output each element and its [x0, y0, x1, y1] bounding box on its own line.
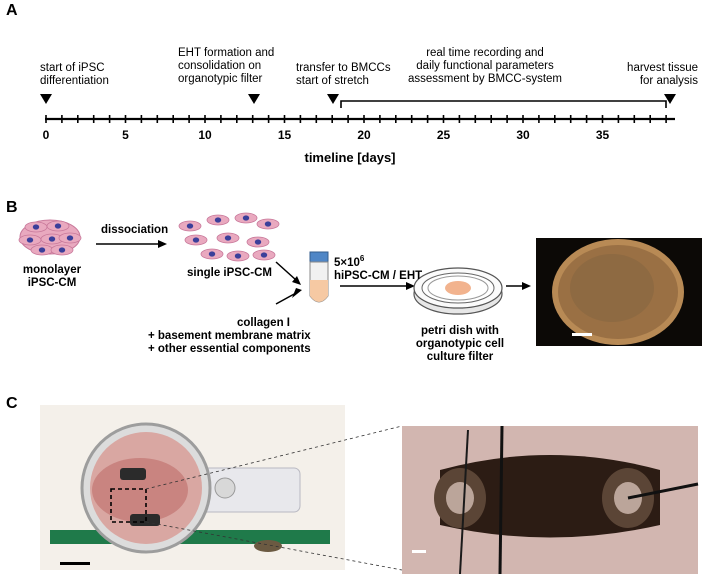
timeline-tick-label: 35	[596, 128, 610, 142]
zoom-line-bottom	[145, 521, 403, 571]
protocol-svg	[18, 212, 702, 346]
timeline-tick-label: 10	[198, 128, 212, 142]
single-cells-label: single iPSC-CM	[187, 267, 272, 279]
eht-tissue-photo	[536, 238, 702, 346]
bmcc-device-photo	[40, 405, 345, 570]
left-scale-bar	[60, 562, 90, 565]
monolayer-cells-illustration	[18, 219, 82, 256]
recording-bracket	[340, 100, 667, 108]
timeline-tick-label: 30	[516, 128, 530, 142]
timeline-tick-labels: 0 5 10 15 20 25 30 35	[43, 128, 610, 142]
arrow-day-18	[327, 94, 339, 104]
timeline-tick-label: 20	[357, 128, 371, 142]
timeline-tick-label: 0	[43, 128, 50, 142]
single-cells-illustration	[178, 212, 280, 262]
arrow-cells-to-tube	[275, 261, 297, 281]
dissociation-label: dissociation	[101, 224, 169, 236]
event-eht-formation: EHT formation and consolidation on organ…	[178, 47, 275, 85]
eht-zoom-photo	[402, 425, 699, 575]
timeline-tick-label: 15	[278, 128, 292, 142]
bioreactor-figure	[40, 405, 699, 575]
petri-dish-icon	[413, 267, 503, 315]
panel-a-label: A	[6, 2, 18, 19]
petri-dish-label: petri dish with organotypic cell culture…	[415, 325, 505, 363]
cell-count-label: 5×106 hiPSC-CM / EHT	[334, 254, 423, 282]
falcon-tube-icon	[309, 251, 329, 303]
arrow-day-13	[248, 94, 260, 104]
collagen-label: collagen I + basement membrane matrix + …	[148, 317, 311, 355]
monolayer-label: monolayer iPSC-CM	[22, 264, 82, 289]
timeline-axis-title: timeline [days]	[304, 150, 396, 165]
event-start-differentiation: start of iPSC differentiation	[40, 62, 109, 87]
timeline-ticks	[45, 115, 667, 123]
connector	[254, 540, 282, 552]
timeline-svg: 0 5 10 15 20 25 30 35	[40, 94, 676, 142]
timeline-tick-label: 25	[437, 128, 451, 142]
zoom-region-box	[110, 488, 147, 523]
scale-bar	[572, 333, 592, 336]
arrow-day-39	[664, 94, 676, 104]
event-real-time-recording: real time recording and daily functional…	[407, 47, 562, 85]
event-transfer-bmcc: transfer to BMCCs start of stretch	[296, 62, 391, 87]
panel-c-label: C	[6, 395, 18, 412]
zoom-line-top	[145, 425, 403, 490]
event-harvest-tissue: harvest tissue for analysis	[627, 62, 698, 87]
arrow-matrix-to-tube	[275, 292, 297, 305]
right-scale-bar	[412, 550, 426, 553]
arrow-day-0	[40, 94, 52, 104]
panel-b-label: B	[6, 199, 18, 216]
timeline-tick-label: 5	[122, 128, 129, 142]
